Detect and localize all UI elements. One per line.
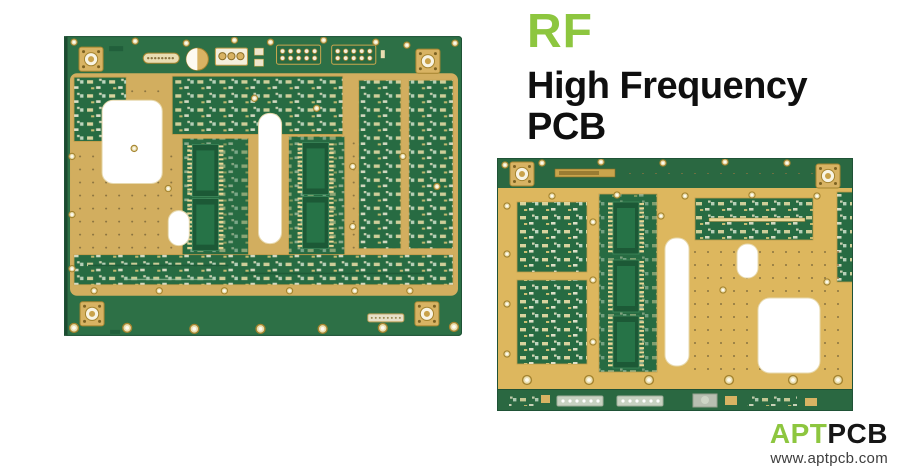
rf-connector [509,161,535,187]
routed-cutouts [101,99,283,247]
top-strip [501,158,841,189]
board-edge [64,36,68,336]
page-title: High Frequency PCB [527,65,808,148]
brand-logo-rest: PCB [827,418,888,449]
brand-block: APTPCB www.aptpcb.com [770,420,888,468]
ic-footprints [607,201,645,369]
top-strip [78,44,441,74]
left-pcb-photo [64,36,462,336]
heading-tag: RF [527,5,593,58]
right-pcb-photo [497,158,853,411]
rf-connector [815,163,841,189]
brand-website: www.aptpcb.com [770,450,888,467]
bottom-strip [79,301,440,334]
page-title-line1: High Frequency [527,65,808,108]
left-pcb-board [64,36,462,336]
rf-connector [415,48,441,74]
page-title-line2: PCB [527,105,606,148]
bottom-strip [497,389,853,411]
board-outline [64,36,462,336]
rf-connector [78,46,104,72]
heading-block: RF High Frequency PCB [527,4,808,148]
brand-logo-accent: APT [769,418,828,449]
brand-logo: APTPCB [770,420,888,448]
right-pcb-board [497,158,853,411]
routed-cutouts [664,237,821,374]
rf-connector [414,301,440,327]
board-outline [497,158,853,411]
rf-connector [79,301,105,327]
